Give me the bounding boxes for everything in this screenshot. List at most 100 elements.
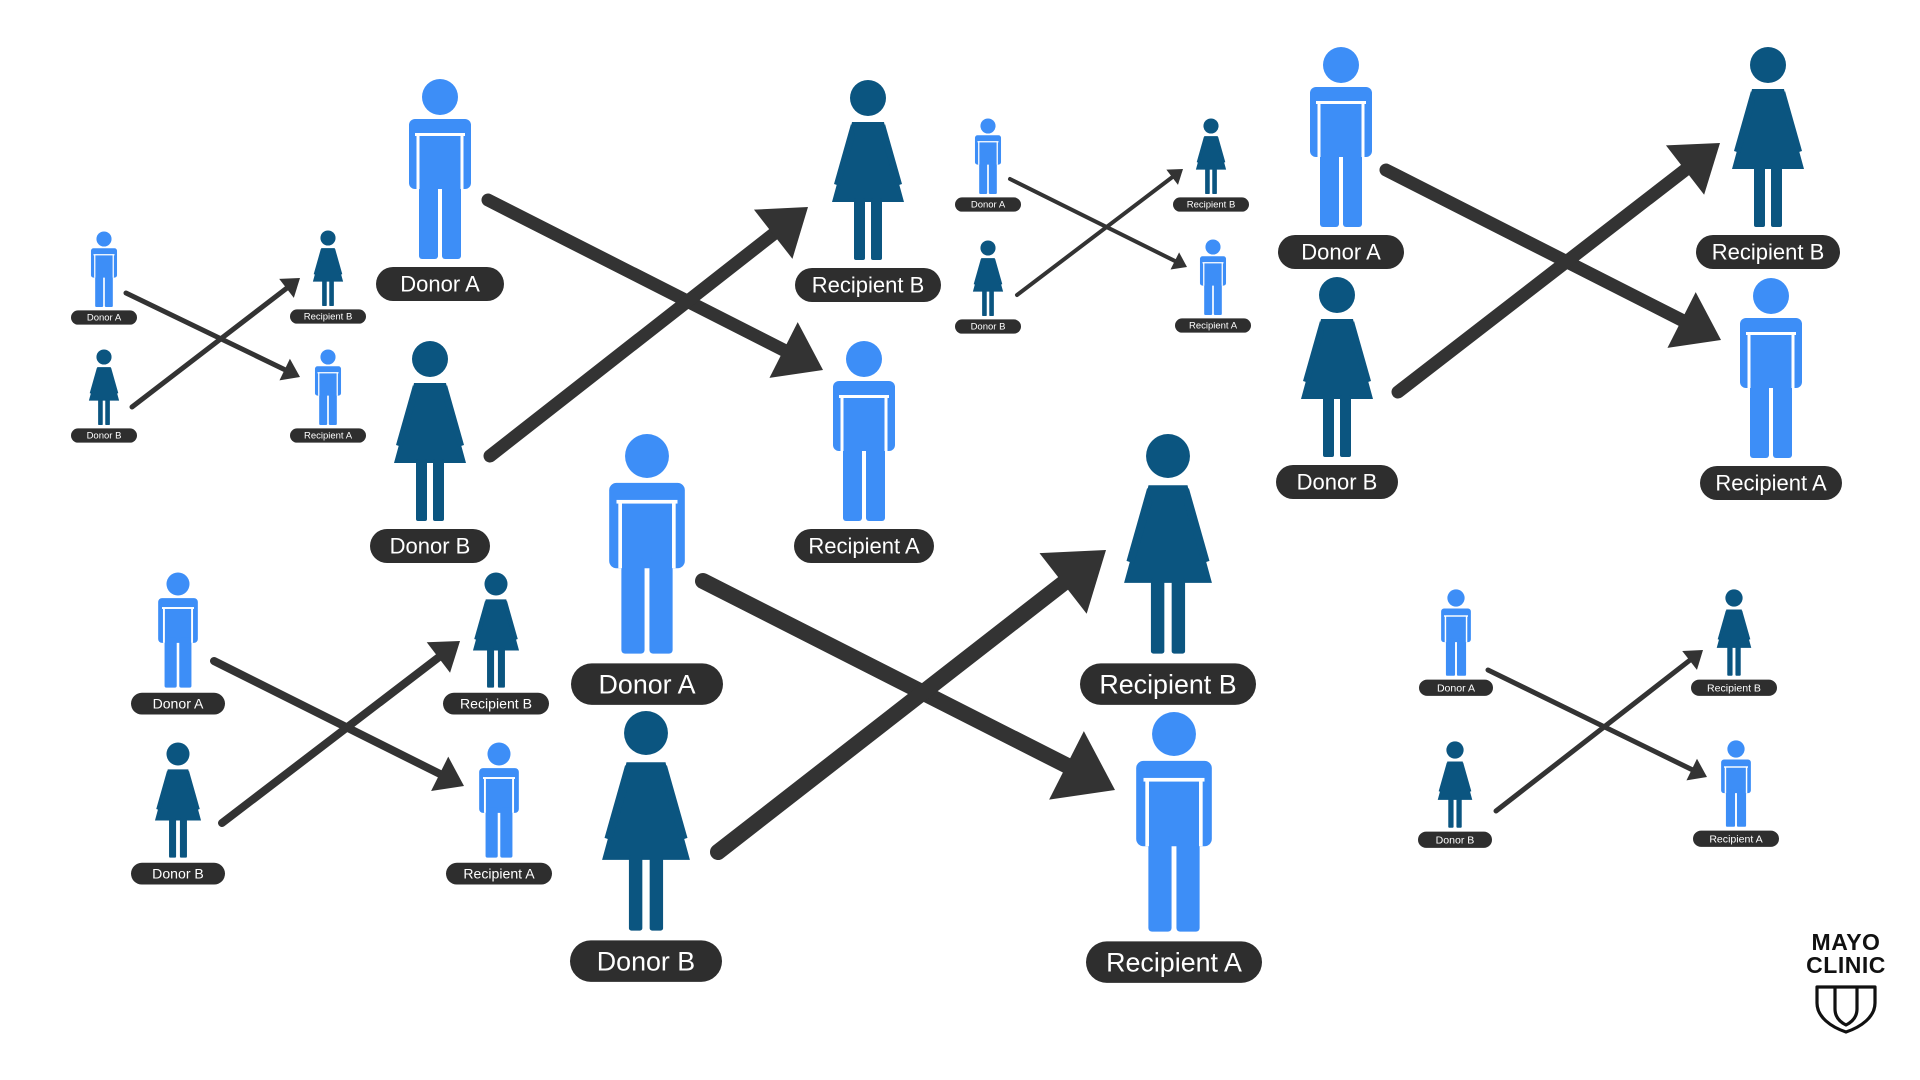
label-pill [131,692,225,715]
female-person-icon [1195,118,1227,195]
g5-arrow-a-to-a [210,657,464,792]
label-pill [570,940,722,982]
g6-donor-b: Donor B [570,711,722,982]
label-pill [1700,466,1842,500]
g4-recipient-a: Recipient A [1700,278,1842,500]
label-pill [1173,197,1249,212]
g4-arrow-a-to-a [1379,163,1721,348]
female-person-icon [1124,434,1212,654]
label-pill [131,862,225,885]
g4-donor-b: Donor B [1276,277,1398,499]
male-person-icon [479,742,519,858]
label-pill [1080,663,1256,705]
label-pill [370,529,490,563]
g3-donor-b: Donor B [955,240,1021,334]
figure-label: Recipient A [808,533,920,558]
figure-label: Donor B [87,431,122,442]
label-pill [1086,941,1262,983]
g6-donor-a: Donor A [571,434,723,705]
logo-line-1: MAYO [1811,929,1881,955]
male-person-icon [1310,47,1372,227]
shield-icon [1815,985,1877,1034]
figure-label: Donor A [400,271,480,296]
male-person-icon [1441,589,1471,676]
figure-label: Recipient B [304,312,353,323]
label-pill [794,529,934,563]
g2-donor-a: Donor A [376,79,504,301]
g6-recipient-b: Recipient B [1080,434,1256,705]
figure-label: Recipient B [812,272,925,297]
female-person-icon [1301,277,1373,457]
male-person-icon [833,341,895,521]
male-person-icon [90,231,118,308]
figure-label: Recipient B [460,695,532,711]
g1-arrow-a-to-a [123,290,300,381]
g4-recipient-b: Recipient B [1696,47,1840,269]
g3-donor-a: Donor A [955,118,1021,212]
g5-recipient-a: Recipient A [446,742,552,885]
female-person-icon [472,572,520,688]
g2-arrow-a-to-a [481,193,823,378]
figure-label: Donor B [152,865,204,881]
female-person-icon [1437,741,1473,828]
male-person-icon [609,434,685,654]
label-pill [1691,679,1777,696]
female-person-icon [1732,47,1804,227]
mayo-clinic-logo: MAYO CLINIC [1796,931,1896,1040]
male-person-icon [1199,239,1227,316]
male-person-icon [1740,278,1802,458]
label-pill [290,428,366,443]
figure-label: Recipient A [1709,833,1763,845]
g7-recipient-a: Recipient A [1693,740,1779,847]
label-pill [1696,235,1840,269]
label-pill [71,310,137,325]
label-pill [1175,318,1251,333]
g3-recipient-b: Recipient B [1173,118,1249,212]
female-person-icon [88,349,120,426]
figure-label: Donor B [1436,834,1475,846]
label-pill [443,692,549,715]
label-pill [1418,831,1492,848]
label-pill [795,268,941,302]
figure-label: Donor B [971,322,1006,333]
figure-label: Recipient A [463,865,535,881]
male-person-icon [409,79,471,259]
g5-arrow-b-to-b [218,641,460,827]
female-person-icon [312,230,344,307]
label-pill [571,663,723,705]
female-person-icon [394,341,466,521]
g1-recipient-b: Recipient B [290,230,366,324]
g7-arrow-b-to-b [1493,650,1703,814]
g3-arrow-a-to-a [1008,177,1187,270]
figure-label: Donor A [971,200,1006,211]
figure-label: Recipient A [1189,321,1238,332]
figure-label: Recipient A [1715,470,1827,495]
g1-recipient-a: Recipient A [290,349,366,443]
female-person-icon [602,711,690,931]
figure-label: Donor A [599,669,696,699]
male-person-icon [1721,740,1751,827]
label-pill [71,428,137,443]
male-person-icon [314,349,342,426]
male-person-icon [158,572,198,688]
figure-label: Donor A [1437,682,1476,694]
g2-arrow-b-to-b [483,207,808,463]
g4-arrow-b-to-b [1391,143,1720,399]
female-person-icon [832,80,904,260]
g1-donor-a: Donor A [71,231,137,325]
logo-line-2: CLINIC [1806,952,1886,978]
female-person-icon [972,240,1004,317]
label-pill [290,309,366,324]
g7-donor-b: Donor B [1418,741,1492,848]
g5-donor-a: Donor A [131,572,225,715]
figure-label: Recipient A [1106,947,1242,977]
g2-donor-b: Donor B [370,341,490,563]
g3-arrow-b-to-b [1015,169,1183,297]
g2-recipient-b: Recipient B [795,80,941,302]
g6-arrow-a-to-a [695,573,1115,800]
label-pill [1419,679,1493,696]
label-pill [955,197,1021,212]
figure-label: Donor A [87,313,122,324]
